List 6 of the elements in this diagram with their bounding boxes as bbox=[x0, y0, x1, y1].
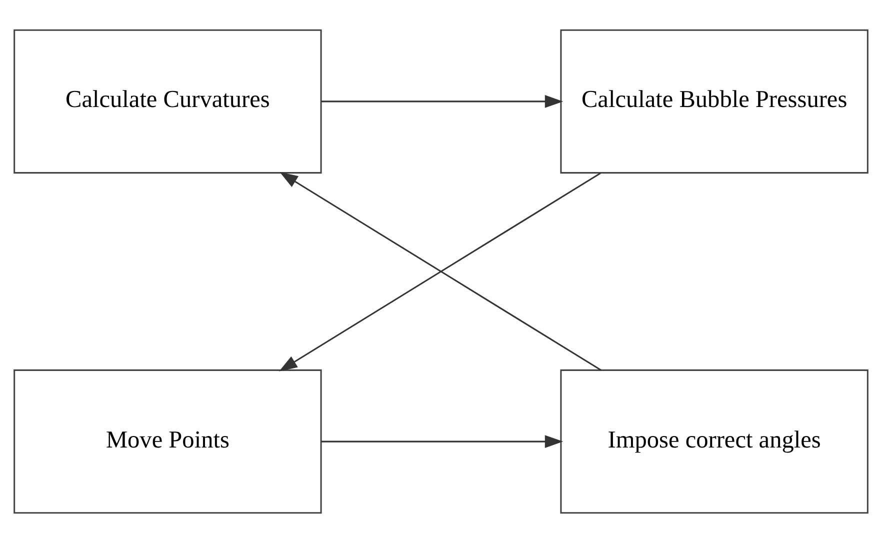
node-box: Move Points bbox=[14, 368, 322, 514]
node-box: Calculate Bubble Pressures bbox=[560, 28, 868, 174]
node-box: Impose correct angles bbox=[560, 368, 868, 514]
arrow bbox=[321, 94, 564, 108]
node-box: Calculate Curvatures bbox=[14, 28, 322, 174]
arrow bbox=[321, 434, 564, 448]
